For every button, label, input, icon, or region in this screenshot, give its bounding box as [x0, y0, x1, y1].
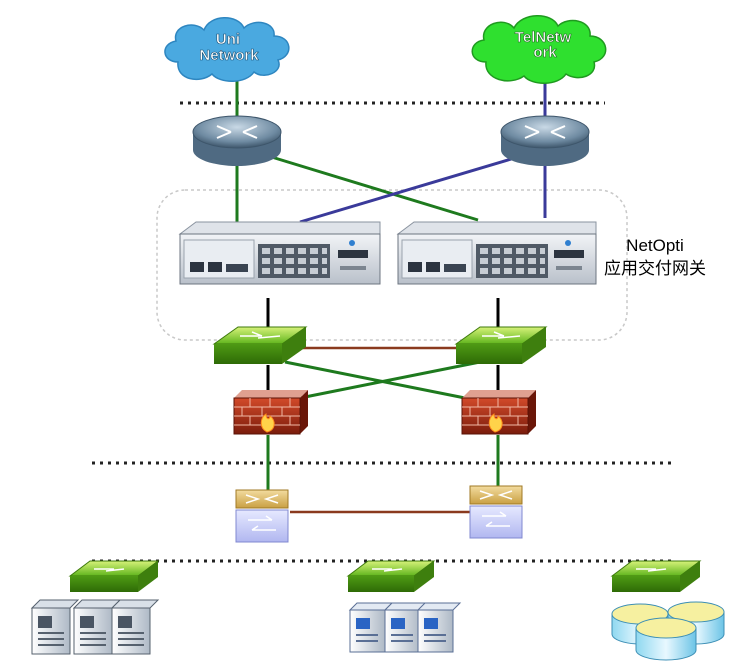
server — [110, 599, 160, 655]
appliance-group-boundary — [156, 189, 628, 341]
server-rack-group-2 — [348, 602, 462, 653]
router-left — [192, 115, 282, 166]
appliance-label-line1: NetOpti — [626, 236, 684, 255]
server — [30, 599, 80, 655]
server — [348, 602, 394, 653]
separators — [92, 101, 675, 563]
appliance-right — [396, 221, 597, 285]
l3-switch-left — [235, 489, 289, 543]
database-group — [611, 601, 725, 661]
firewall-left — [233, 390, 308, 435]
cloud-uni-label-line1: Uni — [216, 31, 240, 48]
switch-left — [212, 326, 308, 364]
cloud-tel-network: TelNetw ork — [471, 15, 607, 84]
l3-switch-right — [469, 485, 523, 539]
switch-right — [454, 326, 548, 364]
access-switch-2 — [346, 560, 436, 592]
links — [235, 78, 547, 514]
cloud-tel-label-line1: TelNetw — [515, 29, 572, 46]
cloud-uni-label-line2: Network — [199, 47, 259, 64]
router-arrows-icon — [524, 125, 566, 139]
appliance-label-line2: 应用交付网关 — [604, 259, 706, 278]
access-switch-3 — [610, 560, 702, 592]
link-left-router-right-appl — [264, 153, 479, 222]
access-switch-1 — [68, 560, 160, 592]
router-right — [500, 115, 590, 166]
server-rack-group-1 — [30, 599, 160, 655]
link-right-router-left-appl — [299, 155, 519, 224]
flame-icon — [488, 413, 503, 433]
server — [383, 602, 429, 653]
server — [72, 599, 122, 655]
router-arrows-icon — [216, 125, 258, 139]
firewall-right — [461, 390, 536, 435]
cloud-tel-label-line2: ork — [533, 44, 557, 61]
link-right-switch-left-fw — [299, 360, 481, 400]
flame-icon — [260, 413, 275, 433]
database-icon — [635, 617, 697, 661]
cloud-uni-network: Uni Network — [164, 17, 290, 82]
server — [416, 602, 462, 653]
appliance-left — [178, 221, 381, 285]
link-left-switch-right-fw — [284, 360, 466, 400]
